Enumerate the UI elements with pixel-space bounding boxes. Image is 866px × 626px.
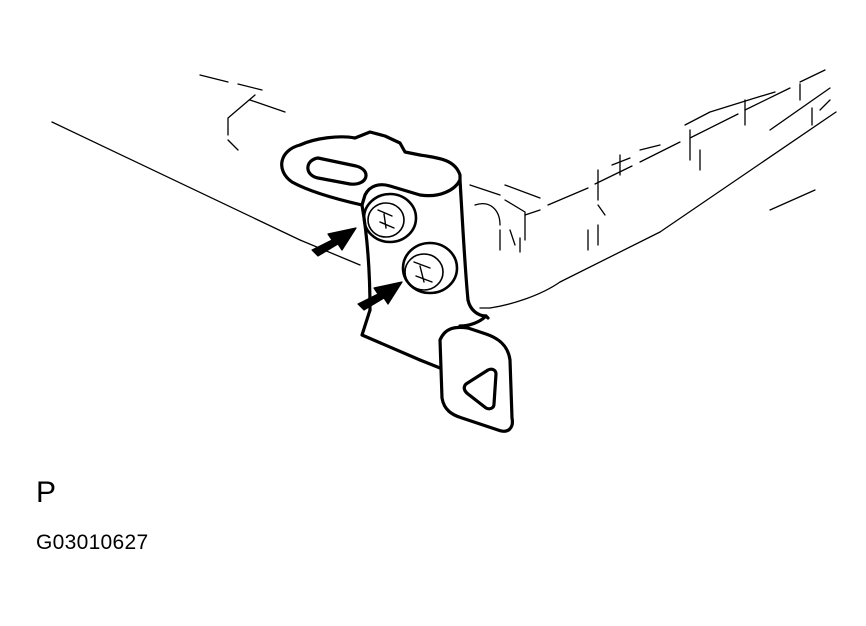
bolt-upper (362, 192, 418, 244)
bolt-lower (401, 241, 459, 295)
arrow-lower (357, 281, 403, 311)
bracket-illustration (51, 69, 837, 433)
mounting-bracket (280, 130, 514, 433)
view-label: P (36, 476, 57, 509)
arrow-upper (311, 227, 357, 257)
component-housing (51, 69, 837, 309)
figure-code: G03010627 (36, 531, 149, 554)
